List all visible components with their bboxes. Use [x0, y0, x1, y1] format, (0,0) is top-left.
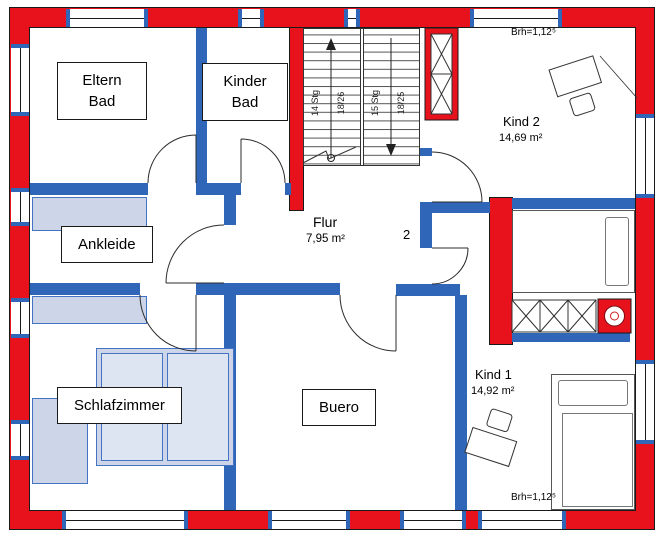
wall-kind2-b: [512, 198, 635, 209]
wall-mid-a: [30, 283, 140, 295]
wall-upper-a: [30, 183, 148, 195]
window-left-4: [11, 420, 29, 460]
stair-label: 15 Stg: [370, 90, 380, 116]
label-eltern-bad: Eltern Bad: [57, 62, 147, 120]
window-bottom-4: [478, 511, 566, 529]
label-flur: Flur: [313, 214, 338, 230]
label-kinder-bad: Kinder Bad: [202, 63, 288, 121]
label-kind1: Kind 1: [475, 367, 512, 382]
wall-exterior-left: [10, 8, 30, 530]
label-ankleide: Ankleide: [61, 226, 153, 263]
door-kind1: [431, 247, 469, 285]
label-kind1-area: 14,92 m²: [471, 385, 515, 397]
stair-arrow-up: [326, 38, 336, 50]
window-left-2: [11, 188, 29, 226]
bed-kind1: [551, 374, 635, 510]
window-left-1: [11, 44, 29, 116]
stair-label: 18/26: [336, 92, 346, 115]
window-top-1: [66, 9, 148, 27]
label-kind2: Kind 2: [503, 114, 540, 129]
wall-flur-kind-stub-mid: [420, 202, 432, 248]
pillow-kind1: [558, 380, 628, 406]
blanket-kind1: [562, 413, 633, 507]
desk-kind1: [464, 408, 518, 468]
wall-stairwell-red: [290, 28, 303, 210]
stair-label: 18/25: [396, 92, 406, 115]
wall-kind2-a: [432, 202, 490, 213]
wall-exterior-right: [635, 8, 655, 530]
wall-red-band-right: [490, 198, 512, 344]
pillow-kind2: [605, 217, 629, 286]
window-top-3: [344, 9, 360, 27]
shaft-circle-box: [597, 298, 632, 334]
door-ankleide: [165, 224, 225, 284]
stair-label: 14 Stg: [310, 90, 320, 116]
door-kind2: [431, 151, 483, 203]
window-bottom-1: [62, 511, 188, 529]
label-brh-top: Brh=1,12⁵: [511, 27, 557, 38]
door-schlafzimmer: [139, 294, 197, 352]
label-flur-area: 7,95 m²: [306, 233, 345, 245]
label-buero: Buero: [302, 389, 377, 426]
window-bottom-2: [268, 511, 350, 529]
wall-upper-c: [285, 183, 291, 195]
window-bottom-3: [400, 511, 466, 529]
door-eltern-bad: [147, 134, 197, 184]
wall-ankleide-flur: [224, 183, 236, 225]
window-top-4: [470, 9, 562, 27]
door-buero: [339, 294, 397, 352]
window-right-1: [636, 114, 654, 198]
window-left-3: [11, 298, 29, 338]
label-schlafzimmer: Schlafzimmer: [57, 387, 182, 424]
stair-walkline-start: [327, 154, 335, 162]
window-top-2: [238, 9, 264, 27]
wardrobe-schlafzimmer-top: [32, 296, 147, 324]
wall-buero-kind1: [455, 295, 467, 510]
bed-kind2: [512, 210, 635, 293]
shaft-chimney: [424, 27, 459, 121]
desk-kind2: [548, 55, 603, 117]
label-door-number: 2: [403, 227, 411, 242]
stair-arrow-down: [386, 144, 396, 156]
wall-bad-divider: [196, 28, 207, 183]
wall-mid-d: [396, 284, 460, 296]
wall-closet-bottom: [512, 333, 630, 342]
label-brh-bottom: Brh=1,12⁵: [511, 492, 557, 503]
wall-mid-c: [236, 283, 340, 295]
corner-line-kind2: [599, 55, 638, 99]
stairs: 14 Stg 18/26 15 Stg 18/25: [302, 28, 420, 166]
label-kind2-area: 14,69 m²: [499, 132, 543, 144]
door-kinder-bad: [240, 138, 286, 184]
stair-break-line: [302, 146, 357, 164]
closet-hatch-boxes: [511, 299, 597, 333]
window-right-2: [636, 360, 654, 444]
wall-flur-kind-stub-top: [420, 148, 432, 156]
wardrobe-ankleide: [32, 197, 147, 231]
